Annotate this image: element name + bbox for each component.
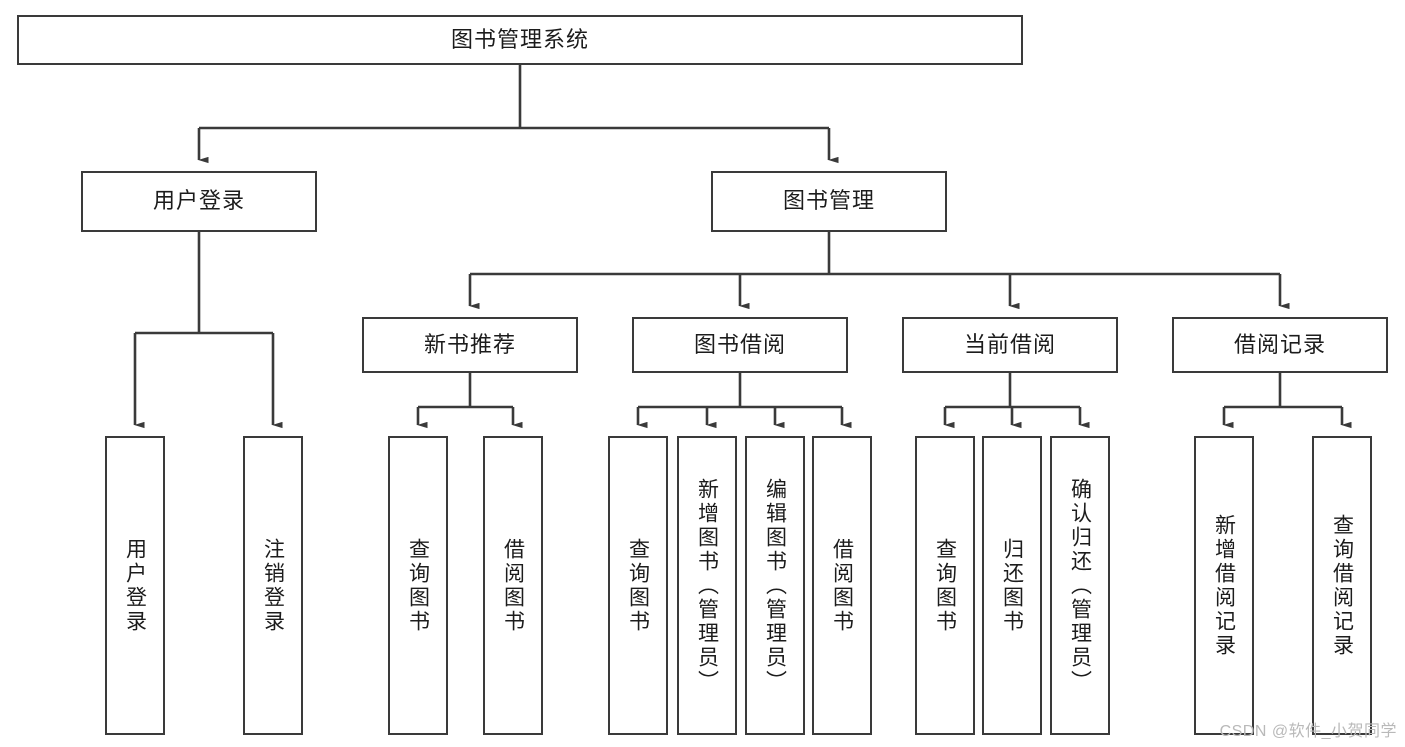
node-label: 查询借阅记录 xyxy=(1330,513,1354,658)
node-label: 查询图书 xyxy=(406,537,430,634)
node-leaf_3[interactable]: 借阅图书 xyxy=(483,436,543,735)
node-l3_2[interactable]: 当前借阅 xyxy=(902,317,1118,373)
node-leaf_5[interactable]: 新增图书（管理员） xyxy=(677,436,737,735)
node-label: 图书管理系统 xyxy=(450,26,589,52)
node-label: 用户登录 xyxy=(152,188,245,214)
node-leaf_6[interactable]: 编辑图书（管理员） xyxy=(745,436,805,735)
node-l2_1[interactable]: 图书管理 xyxy=(711,171,947,232)
node-label: 借阅记录 xyxy=(1233,331,1326,357)
node-leaf_8[interactable]: 查询图书 xyxy=(915,436,975,735)
node-label: 新书推荐 xyxy=(423,331,516,357)
node-label: 借阅图书 xyxy=(501,537,525,634)
node-label: 查询图书 xyxy=(933,537,957,634)
node-leaf_9[interactable]: 归还图书 xyxy=(982,436,1042,735)
node-leaf_12[interactable]: 查询借阅记录 xyxy=(1312,436,1372,735)
node-root[interactable]: 图书管理系统 xyxy=(17,15,1023,65)
node-label: 新增图书（管理员） xyxy=(695,477,719,694)
node-label: 归还图书 xyxy=(1000,537,1024,634)
node-label: 图书管理 xyxy=(782,188,875,214)
node-l3_3[interactable]: 借阅记录 xyxy=(1172,317,1388,373)
node-label: 新增借阅记录 xyxy=(1212,513,1236,658)
node-leaf_10[interactable]: 确认归还（管理员） xyxy=(1050,436,1110,735)
node-label: 当前借阅 xyxy=(963,331,1056,357)
node-label: 用户登录 xyxy=(123,537,147,634)
node-leaf_7[interactable]: 借阅图书 xyxy=(812,436,872,735)
node-label: 图书借阅 xyxy=(693,331,786,357)
node-label: 编辑图书（管理员） xyxy=(763,477,787,694)
node-l2_0[interactable]: 用户登录 xyxy=(81,171,317,232)
node-l3_1[interactable]: 图书借阅 xyxy=(632,317,848,373)
node-leaf_4[interactable]: 查询图书 xyxy=(608,436,668,735)
node-l3_0[interactable]: 新书推荐 xyxy=(362,317,578,373)
node-leaf_0[interactable]: 用户登录 xyxy=(105,436,165,735)
node-label: 注销登录 xyxy=(261,537,285,634)
node-leaf_11[interactable]: 新增借阅记录 xyxy=(1194,436,1254,735)
node-label: 确认归还（管理员） xyxy=(1068,477,1092,694)
node-leaf_1[interactable]: 注销登录 xyxy=(243,436,303,735)
node-label: 借阅图书 xyxy=(830,537,854,634)
tree-connectors xyxy=(133,65,1352,429)
node-leaf_2[interactable]: 查询图书 xyxy=(388,436,448,735)
node-label: 查询图书 xyxy=(626,537,650,634)
